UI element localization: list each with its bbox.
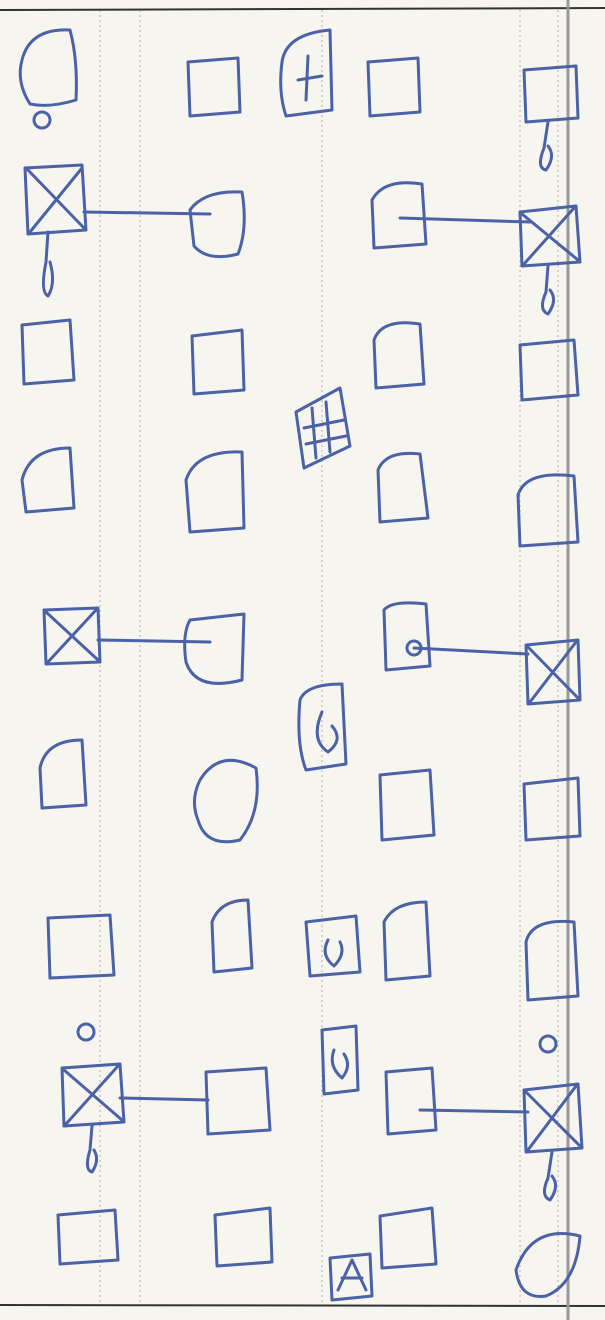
open-square xyxy=(194,760,257,841)
tail-stroke xyxy=(540,122,551,170)
ink-marks xyxy=(20,30,582,1300)
open-square xyxy=(58,1210,118,1264)
bottom-border xyxy=(0,1305,605,1306)
top-border xyxy=(0,8,605,10)
link-loop xyxy=(34,112,50,128)
connector-line xyxy=(98,640,210,642)
open-square xyxy=(188,58,240,116)
open-square xyxy=(524,778,580,840)
open-square xyxy=(22,448,74,512)
open-square xyxy=(526,921,578,1000)
open-square xyxy=(380,1208,436,1268)
glyph-square xyxy=(322,1026,358,1094)
open-square xyxy=(368,58,420,116)
open-square xyxy=(212,900,252,972)
link-loop xyxy=(78,1024,94,1040)
open-square xyxy=(206,1068,270,1134)
connector-line xyxy=(84,212,210,214)
glyph-square xyxy=(306,916,360,976)
link-loop xyxy=(540,1036,556,1052)
open-square xyxy=(374,323,424,388)
open-square xyxy=(22,320,74,384)
crossed-square xyxy=(62,1064,124,1126)
open-square xyxy=(186,452,244,532)
crossed-square xyxy=(44,608,100,664)
open-square xyxy=(384,902,430,980)
connector-line xyxy=(420,1110,528,1112)
glyph-square xyxy=(296,388,350,468)
crossed-square xyxy=(25,165,86,234)
connector-line xyxy=(414,648,528,654)
open-square xyxy=(20,30,76,105)
open-square xyxy=(516,1234,580,1297)
open-square xyxy=(185,614,244,683)
tail-stroke xyxy=(544,1152,555,1200)
connector-line xyxy=(120,1098,208,1100)
open-square xyxy=(372,183,426,248)
glyph-square xyxy=(281,30,332,116)
open-square xyxy=(386,1068,436,1134)
open-square xyxy=(190,192,244,257)
open-square xyxy=(380,770,434,840)
tail-stroke xyxy=(87,1126,96,1172)
open-square xyxy=(48,915,114,978)
connector-line xyxy=(400,218,530,222)
glyph-square xyxy=(330,1254,372,1300)
open-square xyxy=(384,603,430,670)
crossed-square xyxy=(520,206,580,266)
tail-stroke xyxy=(43,232,52,296)
crossed-square xyxy=(524,1084,582,1152)
open-square xyxy=(192,330,244,394)
open-square xyxy=(524,66,578,122)
tail-stroke xyxy=(542,266,553,314)
open-square xyxy=(215,1208,272,1266)
crossed-square xyxy=(526,640,580,704)
open-square xyxy=(40,740,86,808)
open-square xyxy=(378,453,428,522)
